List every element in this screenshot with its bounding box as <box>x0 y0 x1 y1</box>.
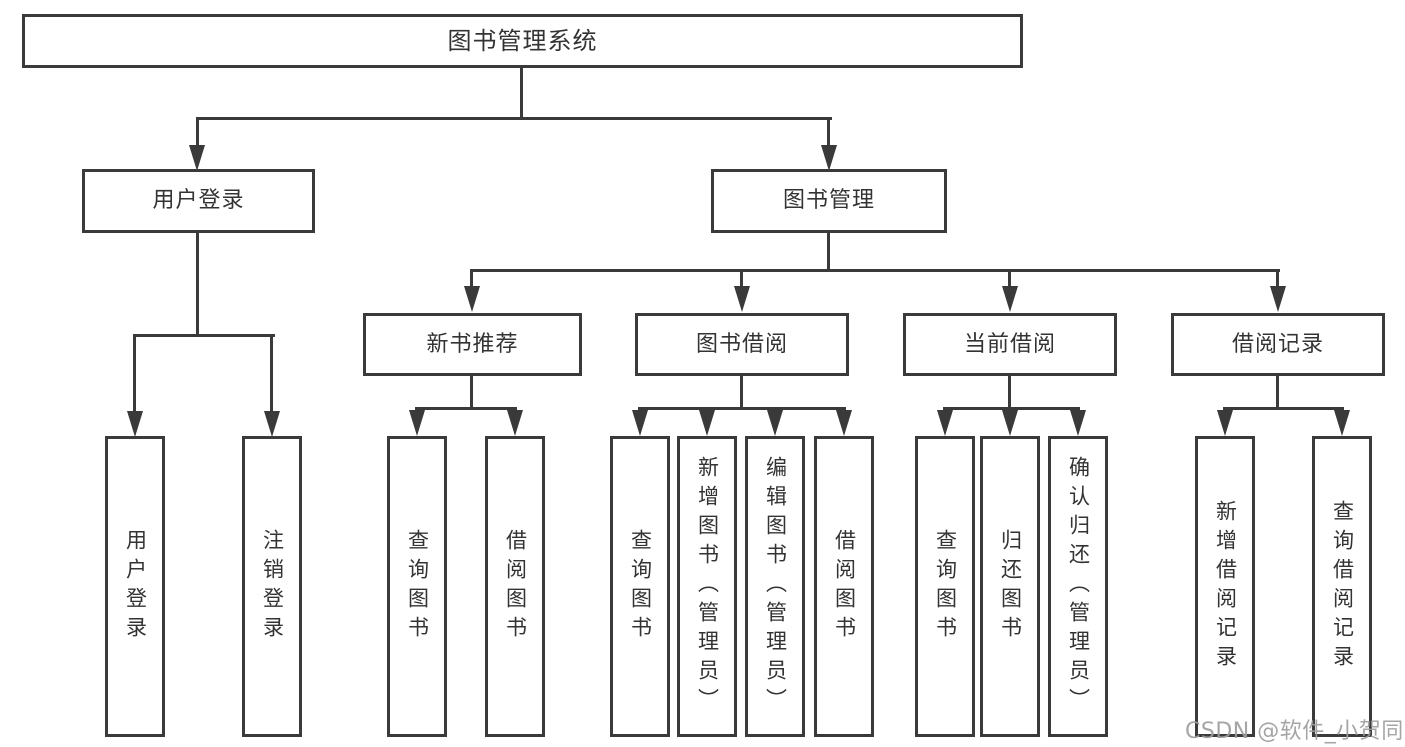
connector-hline <box>196 117 832 120</box>
connector-hline <box>943 407 1080 410</box>
arrow-down-icon <box>836 410 852 436</box>
node-current-borrow: 当前借阅 <box>903 313 1117 376</box>
arrow-down-icon <box>1002 286 1018 312</box>
node-leaf-add-books-admin: 新增图书（管理员） <box>677 436 737 737</box>
node-label: 图书借阅 <box>695 331 788 357</box>
node-label: 确认归还（管理员） <box>1066 456 1091 717</box>
watermark: CSDN @软件_小贺同学 <box>1185 719 1405 744</box>
node-label: 编辑图书（管理员） <box>763 456 788 717</box>
connector-hline <box>638 407 846 410</box>
node-leaf-borrow-books-2: 借阅图书 <box>814 436 874 737</box>
node-leaf-query-books-1: 查询图书 <box>387 436 447 737</box>
arrow-down-icon <box>1002 410 1018 436</box>
arrow-down-icon <box>264 411 280 437</box>
node-root-label: 图书管理系统 <box>447 27 598 55</box>
connector-vline <box>196 117 199 148</box>
node-label: 查询图书 <box>628 528 653 645</box>
node-label: 用户登录 <box>123 528 148 645</box>
arrow-down-icon <box>409 410 425 436</box>
arrow-down-icon <box>1270 286 1286 312</box>
node-label: 查询图书 <box>405 528 430 645</box>
arrow-down-icon <box>189 145 205 171</box>
arrow-down-icon <box>767 410 783 436</box>
node-leaf-query-borrow-record: 查询借阅记录 <box>1312 436 1372 737</box>
node-user-login-branch: 用户登录 <box>82 169 315 233</box>
node-leaf-logout: 注销登录 <box>242 436 302 737</box>
connector-vline <box>270 334 273 413</box>
connector-vline <box>520 68 523 119</box>
connector-vline <box>1276 376 1279 409</box>
node-label: 查询图书 <box>933 528 958 645</box>
connector-vline <box>1008 269 1011 288</box>
node-label: 图书管理 <box>782 188 875 213</box>
arrow-down-icon <box>1070 410 1086 436</box>
connector-vline <box>827 117 830 148</box>
node-label: 查询借阅记录 <box>1330 499 1355 674</box>
connector-vline <box>740 269 743 288</box>
node-borrow-records: 借阅记录 <box>1171 313 1385 376</box>
node-leaf-add-borrow-record: 新增借阅记录 <box>1195 436 1255 737</box>
connector-hline <box>133 334 275 337</box>
arrow-down-icon <box>464 286 480 312</box>
connector-vline <box>133 334 136 413</box>
connector-vline <box>740 376 743 409</box>
node-book-borrow: 图书借阅 <box>635 313 849 376</box>
node-leaf-edit-books-admin: 编辑图书（管理员） <box>745 436 805 737</box>
node-book-management-branch: 图书管理 <box>711 169 947 233</box>
node-label: 归还图书 <box>998 528 1023 645</box>
node-leaf-confirm-return-admin: 确认归还（管理员） <box>1048 436 1108 737</box>
arrow-down-icon <box>821 145 837 171</box>
connector-vline <box>470 376 473 410</box>
arrow-down-icon <box>632 410 648 436</box>
node-leaf-query-books-2: 查询图书 <box>610 436 670 737</box>
arrow-down-icon <box>127 411 143 437</box>
node-label: 用户登录 <box>152 188 245 213</box>
arrow-down-icon <box>1334 410 1350 436</box>
node-label: 注销登录 <box>260 528 285 645</box>
arrow-down-icon <box>699 410 715 436</box>
arrow-down-icon <box>734 286 750 312</box>
node-leaf-query-books-3: 查询图书 <box>915 436 975 737</box>
node-leaf-user-login: 用户登录 <box>105 436 165 737</box>
node-label: 借阅图书 <box>503 528 528 645</box>
node-label: 新增借阅记录 <box>1213 499 1238 674</box>
connector-vline <box>1276 269 1279 288</box>
node-label: 当前借阅 <box>963 331 1056 357</box>
arrow-down-icon <box>507 410 523 436</box>
connector-vline <box>1008 376 1011 409</box>
connector-hline <box>415 407 517 410</box>
node-label: 借阅记录 <box>1231 331 1324 357</box>
connector-vline <box>827 233 830 271</box>
node-label: 新书推荐 <box>426 331 519 357</box>
node-label: 借阅图书 <box>832 528 857 645</box>
arrow-down-icon <box>1217 410 1233 436</box>
arrow-down-icon <box>937 410 953 436</box>
node-root: 图书管理系统 <box>22 14 1023 68</box>
connector-hline <box>470 269 1280 272</box>
node-leaf-borrow-books-1: 借阅图书 <box>485 436 545 737</box>
connector-hline <box>1223 407 1344 410</box>
node-label: 新增图书（管理员） <box>695 456 720 717</box>
node-leaf-return-books: 归还图书 <box>980 436 1040 737</box>
connector-vline <box>196 233 199 336</box>
connector-vline <box>470 269 473 288</box>
node-new-book-recommend: 新书推荐 <box>363 313 582 376</box>
